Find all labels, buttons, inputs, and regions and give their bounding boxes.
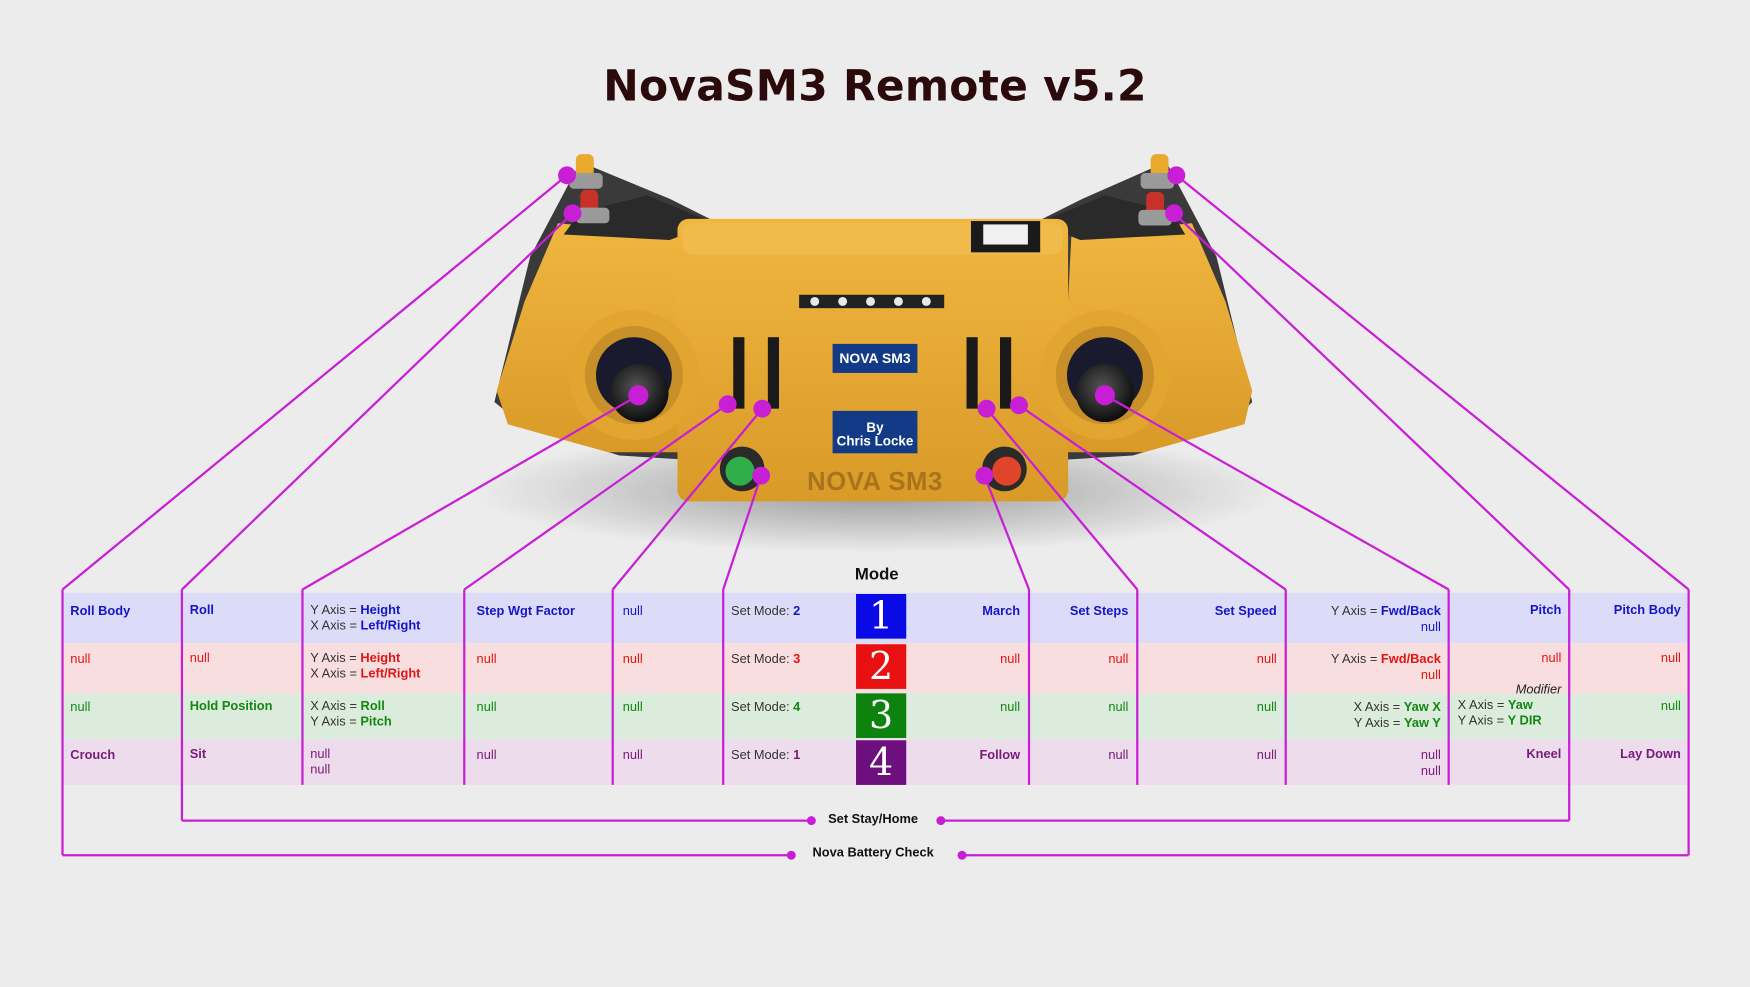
- mode-2-box: 2: [856, 644, 907, 689]
- remote-by-text: By: [866, 419, 884, 436]
- left-stick-mode2: Y Axis = Height X Axis = Left/Right: [310, 652, 421, 682]
- pitch-mode1: Pitch: [1529, 604, 1562, 618]
- roll-body-mode1: Roll Body: [70, 605, 131, 619]
- set-steps-mode4: null: [1108, 749, 1129, 763]
- set-speed-mode4: null: [1256, 749, 1277, 763]
- left-stick-mode3: X Axis = Roll Y Axis = Pitch: [310, 700, 392, 730]
- roll-body-mode3: null: [70, 701, 91, 715]
- remote-front-logo: NOVA SM3: [807, 466, 943, 496]
- pitch-mode3: Modifier X Axis = Yaw Y Axis = Y DIR: [1457, 683, 1562, 728]
- step-wgt-mode2: null: [476, 653, 497, 667]
- roll-mode1: Roll: [189, 604, 214, 618]
- remote-body: [494, 154, 1253, 502]
- mode-header: Mode: [854, 564, 899, 584]
- roll-body-mode4: Crouch: [70, 749, 116, 763]
- remote-label-top: NOVA SM3: [839, 350, 911, 367]
- set-steps-mode3: null: [1108, 701, 1129, 715]
- left-button-mode2: Set Mode: 3: [731, 653, 801, 667]
- left-slider2-mode3: null: [622, 701, 643, 715]
- set-stay-home-note: Set Stay/Home: [828, 812, 919, 827]
- right-stick-mode4: null null: [1420, 749, 1441, 779]
- right-stick-mode1: Y Axis = Fwd/Back null: [1330, 605, 1441, 635]
- pitch-mode2: null: [1541, 652, 1562, 666]
- right-button-mode1: March: [982, 605, 1021, 619]
- pitch-mode4: Kneel: [1526, 748, 1562, 762]
- roll-mode3: Hold Position: [189, 700, 273, 714]
- right-stick-mode3: X Axis = Yaw X Y Axis = Yaw Y: [1353, 701, 1441, 731]
- step-wgt-mode3: null: [476, 701, 497, 715]
- step-wgt-mode4: null: [476, 749, 497, 763]
- left-slider2-mode2: null: [622, 653, 643, 667]
- right-button-mode3: null: [1000, 701, 1021, 715]
- mode-1-box: 1: [856, 593, 907, 639]
- callout-dots: [558, 166, 1186, 860]
- battery-check-note: Nova Battery Check: [812, 846, 934, 860]
- set-speed-mode3: null: [1256, 701, 1277, 715]
- roll-body-mode2: null: [70, 653, 91, 667]
- mode-4-box: 4: [856, 740, 907, 785]
- right-button-mode2: null: [1000, 653, 1021, 667]
- right-stick-mode2: Y Axis = Fwd/Back null: [1330, 653, 1441, 683]
- pitch-body-mode2: null: [1660, 652, 1681, 666]
- pitch-modifier-label: Modifier: [1515, 683, 1562, 697]
- remote-author-text: Chris Locke: [836, 433, 914, 449]
- right-button-mode4: Follow: [979, 749, 1021, 763]
- left-slider2-mode4: null: [622, 749, 643, 763]
- remote-label-by: By Chris Locke: [833, 421, 918, 448]
- set-steps-mode2: null: [1108, 653, 1129, 667]
- pitch-body-mode4: Lay Down: [1620, 748, 1681, 762]
- set-speed-mode2: null: [1256, 653, 1277, 667]
- set-steps-mode1: Set Steps: [1069, 605, 1129, 619]
- mode-3-box: 3: [856, 693, 907, 739]
- pitch-body-mode1: Pitch Body: [1613, 604, 1681, 618]
- step-wgt-mode1: Step Wgt Factor: [476, 605, 575, 619]
- pitch-body-mode3: null: [1660, 700, 1681, 714]
- roll-mode2: null: [189, 652, 210, 666]
- roll-mode4: Sit: [189, 748, 207, 762]
- left-button-mode4: Set Mode: 1: [731, 749, 801, 763]
- left-stick-mode4: null null: [310, 748, 331, 778]
- set-speed-mode1: Set Speed: [1214, 605, 1277, 619]
- page-title: NovaSM3 Remote v5.2: [603, 61, 1147, 111]
- left-button-mode3: Set Mode: 4: [731, 701, 801, 715]
- left-button-mode1: Set Mode: 2: [731, 605, 801, 619]
- left-slider2-mode1: null: [622, 605, 643, 619]
- callout-lines: [61, 174, 1690, 857]
- left-stick-mode1: Y Axis = Height X Axis = Left/Right: [310, 604, 421, 634]
